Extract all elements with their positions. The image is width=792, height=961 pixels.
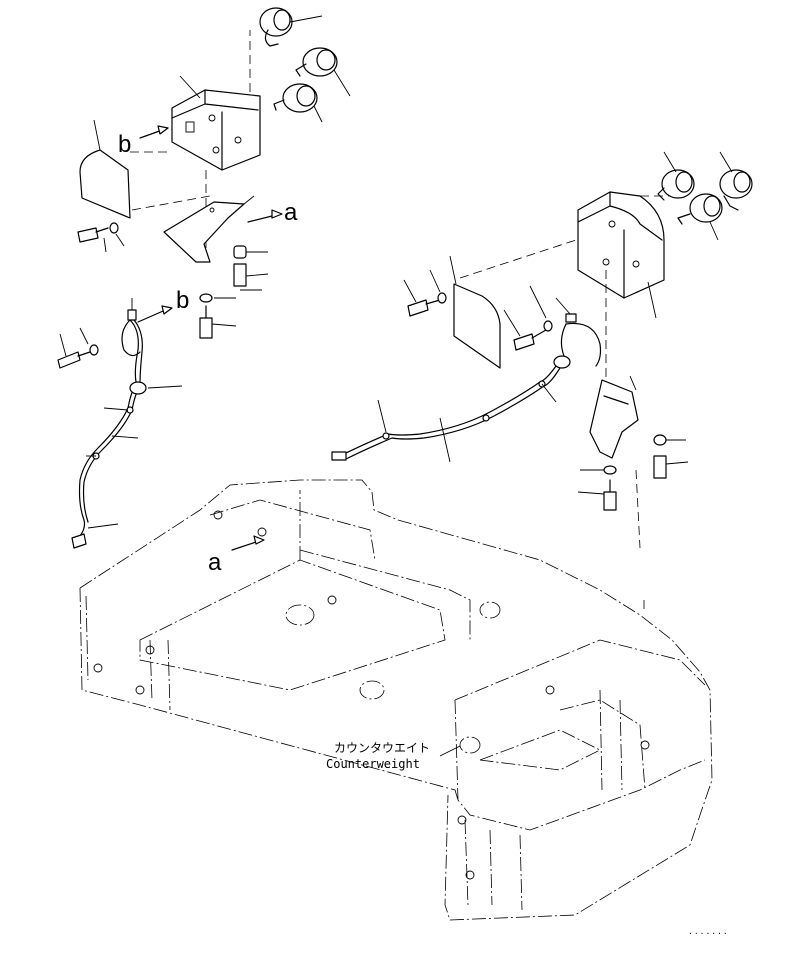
- counterweight-label-jp: カウンタウエイト: [334, 741, 430, 755]
- right-bolt-3: [577, 479, 617, 511]
- ref-label-a-bottom: a: [208, 549, 222, 576]
- left-cover-plate: [79, 119, 131, 219]
- right-lamp-3: [677, 193, 723, 225]
- ref-label-b-top: b: [118, 131, 131, 158]
- left-lamp-3: [273, 83, 318, 113]
- ref-label-a-top: a: [284, 199, 298, 226]
- left-bolt-3: [57, 327, 99, 369]
- right-wire-harness: [331, 297, 602, 463]
- left-wire-harness: [71, 298, 183, 549]
- right-lamp-housing: [577, 191, 670, 319]
- right-spacer: [653, 434, 689, 479]
- left-lamp-2: [295, 47, 338, 77]
- right-bolt-1: [403, 269, 447, 317]
- left-bracket: [163, 195, 255, 263]
- left-spacer: [233, 245, 269, 291]
- left-bolt-2: [199, 305, 237, 339]
- right-bracket: [589, 375, 639, 459]
- left-lamp-housing: [171, 30, 261, 171]
- drawing-number: ·······: [688, 929, 729, 938]
- left-bolt-1: [77, 222, 125, 253]
- right-lamp-2: [719, 169, 753, 211]
- right-lamp-assembly: [331, 151, 753, 612]
- left-lamp-1: [259, 7, 293, 47]
- ref-arrow-a-bottom: a: [208, 535, 265, 576]
- right-lamp-1: [657, 169, 695, 201]
- right-cover-plate: [449, 255, 501, 369]
- right-bolt-2: [503, 285, 553, 351]
- ref-label-b-mid: b: [176, 287, 189, 314]
- counterweight-label-en: Counterweight: [326, 757, 420, 771]
- left-lamp-assembly: b a: [57, 7, 351, 549]
- counterweight-outline: [79, 479, 713, 921]
